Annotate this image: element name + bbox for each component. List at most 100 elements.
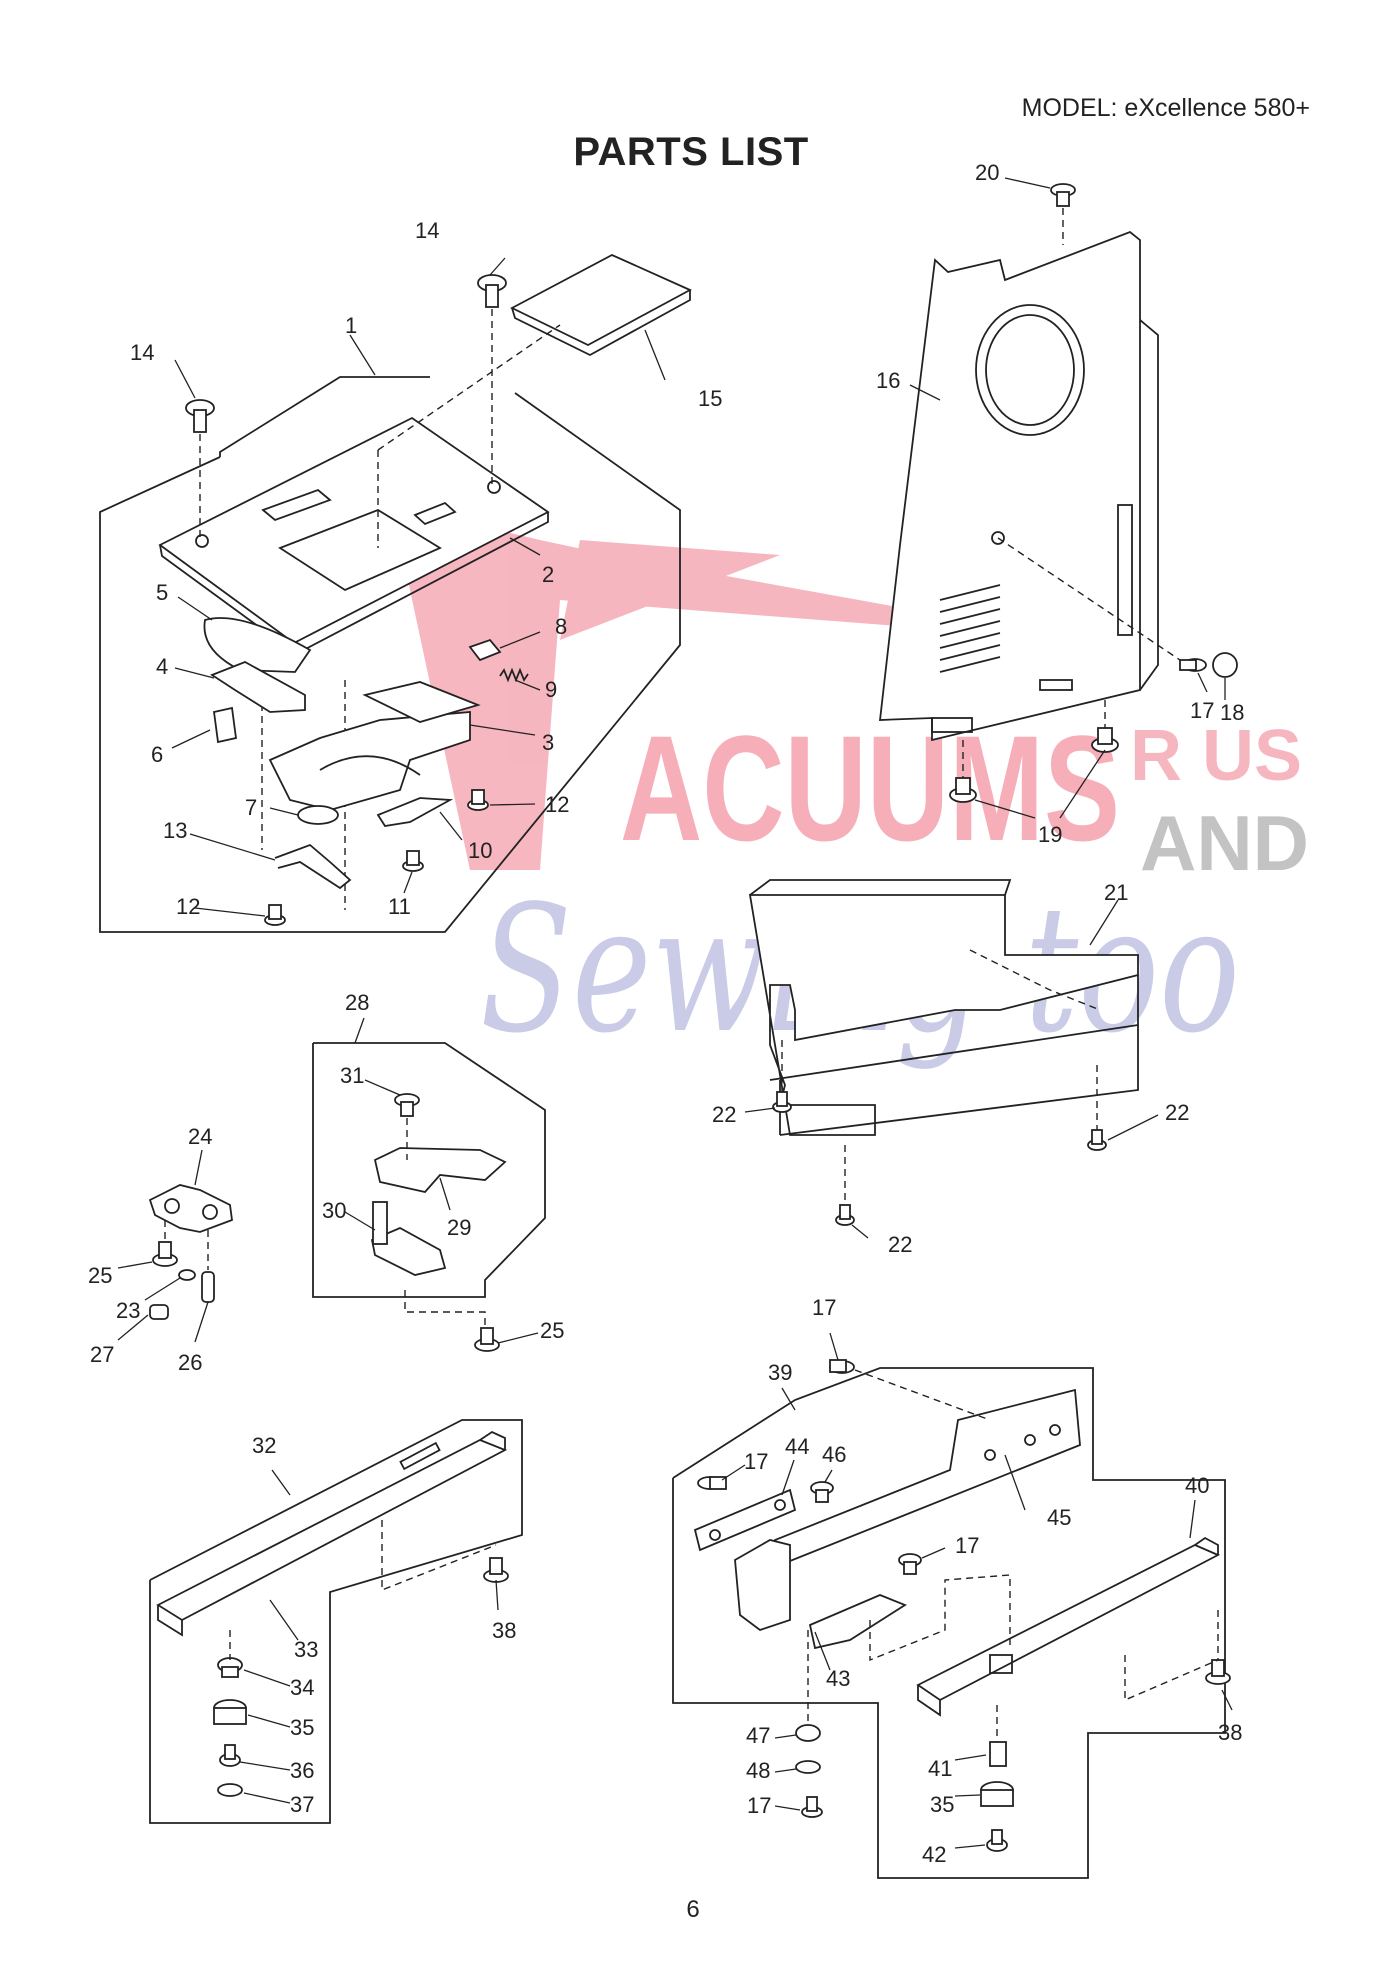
- part-27-setscrew: [149, 1304, 169, 1320]
- group-39: [672, 1332, 1233, 1879]
- side-cover-dash-lines: [962, 208, 1181, 778]
- part-16-side-cover: [878, 230, 1159, 742]
- part-7-cam: [297, 805, 339, 825]
- part-42-screw: [986, 1829, 1008, 1852]
- part-9-spring: [499, 667, 529, 683]
- callout-28: 28: [345, 990, 369, 1015]
- group-1-outline: [99, 392, 681, 933]
- part-13-lever: [274, 843, 352, 890]
- part-29-plate: [373, 1147, 507, 1193]
- part-19-foot-right: [1091, 727, 1119, 753]
- callout-34: 34: [290, 1675, 314, 1700]
- callout-24: 24: [188, 1124, 212, 1149]
- callout-17-cover: 17: [1190, 698, 1214, 723]
- group-1-bracket: [219, 376, 430, 457]
- callout-25-left: 25: [88, 1263, 112, 1288]
- part-31-screw: [394, 1093, 420, 1117]
- needle-plate-group: [99, 253, 693, 933]
- callout-22-bottom: 22: [888, 1232, 912, 1257]
- callout-19: 19: [1038, 822, 1062, 847]
- callout-18: 18: [1220, 700, 1244, 725]
- part-5-plate: [203, 617, 312, 673]
- part-23-washer: [178, 1269, 196, 1281]
- group-28-dash-lines: [404, 1118, 486, 1328]
- part-24-bracket: [148, 1184, 233, 1233]
- side-cover-leaders: [909, 177, 1226, 819]
- watermark-word-acuums: ACUUMS: [620, 704, 1120, 872]
- part-25-screw-left: [152, 1241, 178, 1267]
- part-40-rail: [916, 1536, 1221, 1717]
- callout-22-right: 22: [1165, 1100, 1189, 1125]
- group-39-dash-lines: [807, 1369, 1219, 1742]
- callout-1: 1: [345, 313, 357, 338]
- callout-7: 7: [245, 795, 257, 820]
- callout-29: 29: [447, 1215, 471, 1240]
- watermark-word-and: AND: [1140, 799, 1309, 887]
- callout-22-left: 22: [712, 1102, 736, 1127]
- group-39-leaders: [721, 1332, 1233, 1849]
- watermark-v-logo: [330, 490, 1080, 870]
- part-45-rail: [773, 1388, 1081, 1567]
- part-15-cover: [510, 253, 693, 357]
- group-32-leaders: [239, 1469, 499, 1804]
- part-10-slider: [376, 797, 454, 827]
- callout-23: 23: [116, 1298, 140, 1323]
- group-28-leaders: [344, 1017, 539, 1344]
- callout-39: 39: [768, 1360, 792, 1385]
- callout-4: 4: [156, 654, 168, 679]
- callout-13: 13: [163, 818, 187, 843]
- part-17-screw-mid: [898, 1553, 922, 1575]
- part-30-shaft: [370, 1201, 447, 1276]
- part-3-base: [268, 681, 481, 811]
- part-47-spacer: [795, 1724, 821, 1742]
- callout-2: 2: [542, 562, 554, 587]
- group-28: [312, 1017, 546, 1352]
- page-title-text: PARTS LIST: [573, 130, 809, 174]
- part-25-screw-right: [474, 1327, 500, 1352]
- part-19-foot-left: [949, 777, 977, 803]
- part-4-spring: [210, 661, 306, 713]
- callout-20: 20: [975, 160, 999, 185]
- base-leaders: [744, 899, 1159, 1239]
- part-36-screw: [219, 1744, 241, 1767]
- part-37-washer: [217, 1783, 243, 1797]
- callout-43: 43: [826, 1666, 850, 1691]
- callout-40: 40: [1185, 1473, 1209, 1498]
- base-dash-lines: [781, 949, 1101, 1205]
- callout-12-left: 12: [176, 894, 200, 919]
- callout-44: 44: [785, 1434, 809, 1459]
- callout-8: 8: [555, 614, 567, 639]
- callout-11: 11: [388, 894, 411, 919]
- callout-33: 33: [294, 1637, 318, 1662]
- part-48-washer: [795, 1760, 821, 1774]
- part-21-base-cover: [748, 879, 1139, 1136]
- group-32: [149, 1419, 523, 1824]
- callout-38-left: 38: [492, 1618, 516, 1643]
- part-38-screw-left: [483, 1557, 509, 1583]
- bracket-24-leaders: [117, 1149, 209, 1343]
- callout-31: 31: [340, 1063, 364, 1088]
- callout-25-right: 25: [540, 1318, 564, 1343]
- bracket-24-dash-lines: [164, 1220, 209, 1270]
- group-39-outline: [672, 1367, 1226, 1879]
- part-17-screw-top: [829, 1359, 855, 1374]
- callout-35-right: 35: [930, 1792, 954, 1817]
- part-44-plate: [693, 1488, 797, 1552]
- part-41-spacer: [989, 1741, 1007, 1767]
- callout-16: 16: [876, 368, 900, 393]
- callout-26: 26: [178, 1350, 202, 1375]
- part-34-cap: [217, 1657, 243, 1678]
- callout-6: 6: [151, 742, 163, 767]
- part-14-screw-left: [185, 399, 215, 433]
- group-32-dash-lines: [229, 1520, 497, 1660]
- callout-21: 21: [1104, 880, 1128, 905]
- callout-45-area-46: 46: [822, 1442, 846, 1467]
- callout-labels: 1 2 3 4 5 6 7 8 9 10 11 12 12 13 14 14 1…: [88, 160, 1244, 1867]
- callout-45: 45: [1047, 1505, 1071, 1530]
- callout-5: 5: [156, 580, 168, 605]
- part-6-pad: [212, 706, 238, 744]
- group-1-leaders: [171, 257, 666, 917]
- callout-42: 42: [922, 1842, 946, 1867]
- callout-38-right: 38: [1218, 1720, 1242, 1745]
